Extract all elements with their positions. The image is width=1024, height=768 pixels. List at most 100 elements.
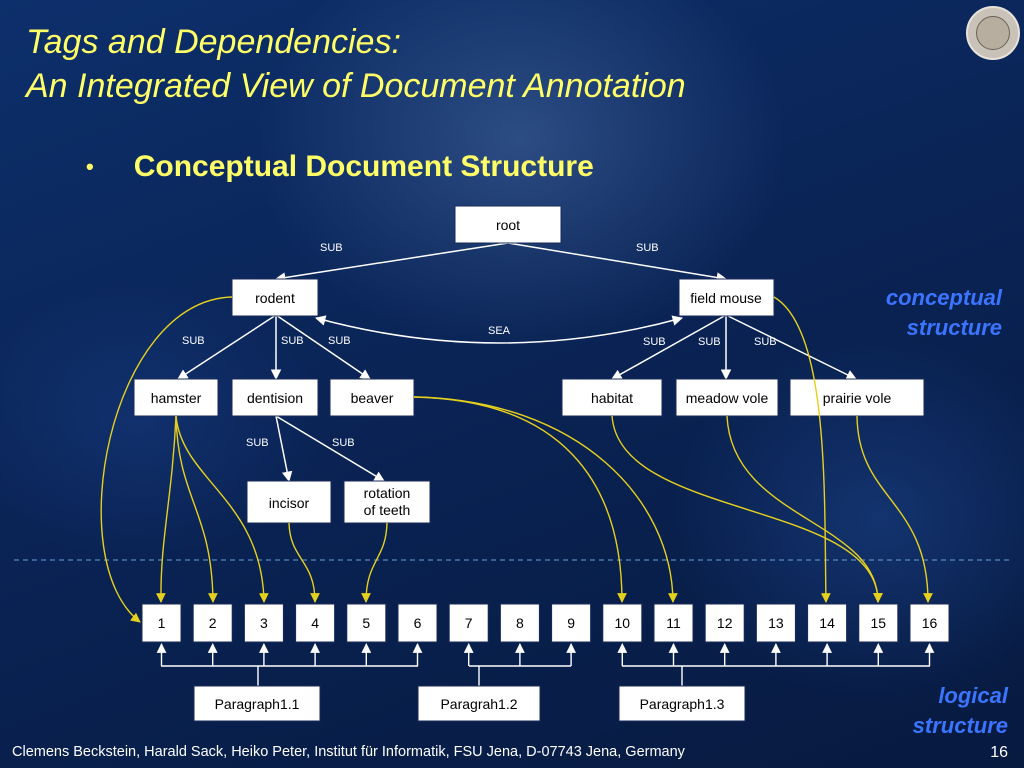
segment-14[interactable]: 14 [807,603,848,643]
seal-center [976,16,1010,50]
dep-field-mouse-seg14 [773,296,831,603]
node-beaver[interactable]: beaver [329,378,415,417]
segment-7-label: 7 [465,615,473,631]
dep-meadow-vole-seg15 [726,415,883,603]
footer-credit: Clemens Beckstein, Harald Sack, Heiko Pe… [12,744,685,760]
segment-16-label: 16 [922,615,938,631]
edge-dentision-incisor [275,415,293,483]
segment-3[interactable]: 3 [243,603,284,643]
node-meadow-vole[interactable]: meadow vole [675,378,779,417]
edge-field-mouse-prairie-vole [725,314,857,380]
segment-1-label: 1 [158,615,166,631]
bullet-text: Conceptual Document Structure [133,150,594,183]
node-incisor[interactable]: incisor [246,480,332,524]
edge-labels: SUB SUB SUB SUB SUB SEA SUB SUB SUB SUB … [182,242,777,449]
paragraph-1-1[interactable]: Paragraph1.1 [193,685,321,722]
segment-4[interactable]: 4 [295,603,336,643]
segment-13-label: 13 [768,615,784,631]
segment-6[interactable]: 6 [397,603,438,643]
label-sub-prairie-vole: SUB [754,336,777,348]
dep-beaver-seg11 [413,396,678,603]
node-field-mouse-label: field mouse [690,290,762,306]
paragraph-1-3-label: Paragraph1.3 [640,696,725,712]
segment-6-label: 6 [414,615,422,631]
node-hamster-label: hamster [151,390,202,406]
node-rodent-label: rodent [255,290,295,306]
node-incisor-label: incisor [269,495,310,511]
segment-15[interactable]: 15 [858,603,899,643]
edge-sea [314,315,684,344]
node-field-mouse[interactable]: field mouse [678,278,775,317]
segment-5[interactable]: 5 [346,603,387,643]
segment-15-label: 15 [871,615,887,631]
node-meadow-vole-label: meadow vole [686,390,769,406]
label-sub-habitat: SUB [643,336,666,348]
node-prairie-vole[interactable]: prairie vole [789,378,925,417]
segment-7[interactable]: 7 [448,603,489,643]
dep-prairie-vole-seg16 [856,415,933,603]
edge-rodent-beaver [275,314,371,380]
segment-2[interactable]: 2 [192,603,233,643]
segment-8-label: 8 [516,615,524,631]
label-sub-root-rodent: SUB [320,242,343,254]
bullet-dot-icon: • [86,154,94,179]
conceptual-structure-label: conceptual structure [840,283,1002,343]
segment-16[interactable]: 16 [909,603,950,643]
logical-label-line-2: structure [912,713,1008,738]
node-root-label: root [496,217,520,233]
dep-hamster-seg3 [175,415,269,603]
paragraph-1-2[interactable]: Paragrah1.2 [417,685,541,722]
segment-12-label: 12 [717,615,733,631]
label-sea: SEA [488,325,511,337]
node-rotation-label-line-1: rotation [364,485,411,501]
bullet-point: • Conceptual Document Structure [86,150,594,184]
edge-root-field-mouse [507,242,728,283]
segment-8[interactable]: 8 [499,603,540,643]
paragraph-1-3[interactable]: Paragraph1.3 [618,685,746,722]
segment-12[interactable]: 12 [704,603,745,643]
label-sub-beaver: SUB [328,335,351,347]
dep-incisor-seg4 [288,522,320,603]
edge-rodent-hamster [177,314,277,380]
node-dentision-label: dentision [247,390,303,406]
page-number: 16 [990,744,1008,761]
label-sub-incisor: SUB [246,437,269,449]
slide-title: Tags and Dependencies: An Integrated Vie… [26,20,686,108]
node-dentision[interactable]: dentision [231,378,319,417]
dep-habitat-seg15 [611,415,883,603]
segment-3-label: 3 [260,615,268,631]
label-sub-dentision: SUB [281,335,304,347]
segment-1[interactable]: 1 [141,603,182,643]
dep-beaver-seg10 [413,396,627,603]
slide-title-line-2: An Integrated View of Document Annotatio… [26,67,686,105]
segment-11[interactable]: 11 [653,603,694,643]
paragraph-connectors [161,665,930,686]
segment-9[interactable]: 9 [551,603,592,643]
dep-hamster-seg2 [175,415,218,603]
segment-5-label: 5 [362,615,370,631]
segment-13[interactable]: 13 [755,603,796,643]
edge-field-mouse-habitat [611,314,727,380]
connector-paragraph-1-1 [161,665,418,686]
dependency-edges [100,296,933,623]
dep-rodent-seg1 [100,296,233,623]
edge-dentision-rotation [275,415,385,482]
node-rodent[interactable]: rodent [231,278,319,317]
node-prairie-vole-label: prairie vole [823,390,892,406]
segment-4-label: 4 [311,615,319,631]
paragraph-1-2-label: Paragrah1.2 [440,696,517,712]
node-root[interactable]: root [454,205,562,244]
segment-11-label: 11 [666,615,681,631]
node-habitat[interactable]: habitat [561,378,663,417]
node-beaver-label: beaver [351,390,394,406]
label-sub-meadow-vole: SUB [698,336,721,348]
node-hamster[interactable]: hamster [133,378,219,417]
node-rotation-of-teeth[interactable]: rotation of teeth [343,480,431,524]
segment-10[interactable]: 10 [602,603,643,643]
label-sub-hamster: SUB [182,335,205,347]
segment-10-label: 10 [615,615,631,631]
logical-label-line-1: logical [938,683,1008,708]
segment-9-label: 9 [567,615,575,631]
